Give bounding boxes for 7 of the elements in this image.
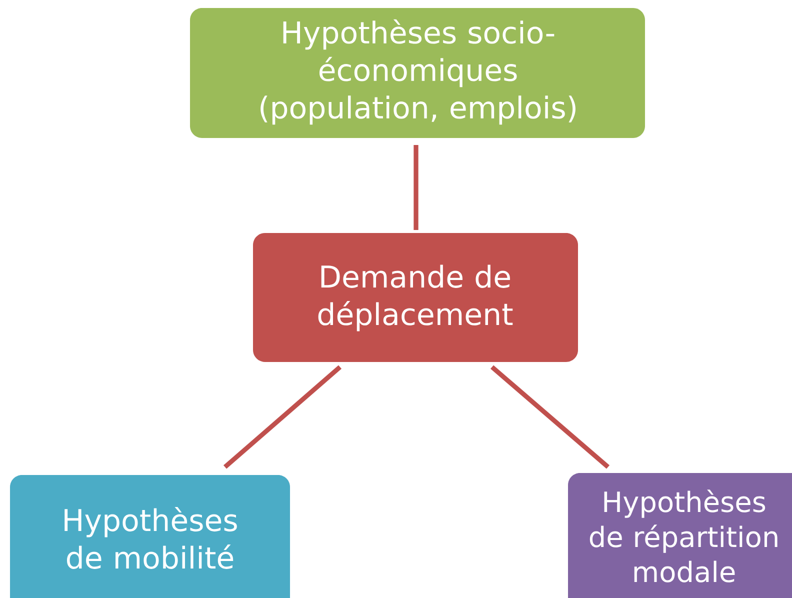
process-box: Hypothèses de mobilité xyxy=(10,475,290,598)
connector-line xyxy=(490,365,610,469)
connector-line xyxy=(223,365,342,469)
process-box: Hypothèses socio-économiques (population, emplois) xyxy=(190,8,645,138)
process-box: Hypothèses de répartition modale xyxy=(568,473,792,598)
connector-line xyxy=(414,145,418,230)
process-box: Demande de déplacement xyxy=(253,233,578,362)
